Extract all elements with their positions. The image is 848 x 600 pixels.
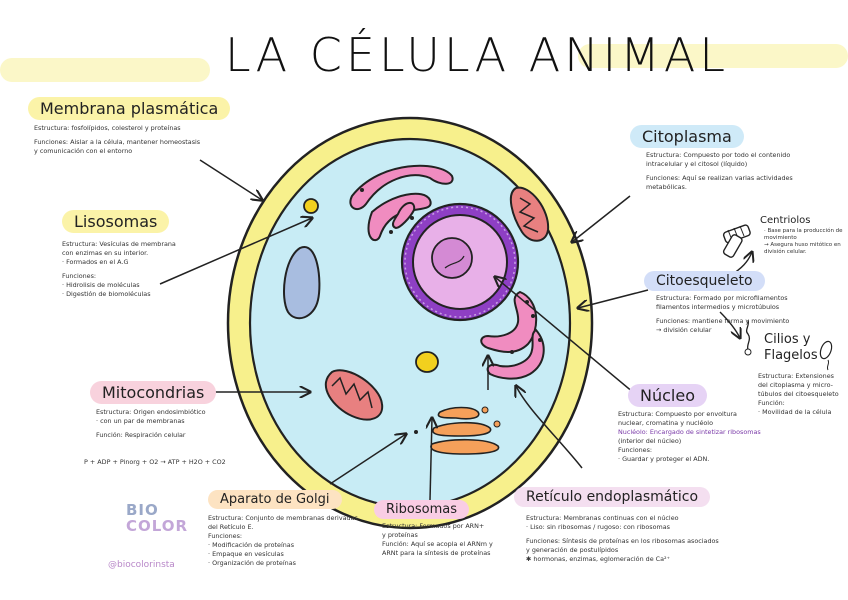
brand-logo-line1: BIO bbox=[126, 502, 188, 518]
label-golgi: Aparato de Golgi bbox=[208, 490, 342, 509]
label-ribosomas: Ribosomas bbox=[374, 500, 469, 519]
respiration-equation: P + ADP + Pinorg + O2 → ATP + H2O + CO2 bbox=[84, 458, 226, 467]
label-membrana: Membrana plasmática bbox=[28, 97, 230, 120]
brand-handle: @biocolorinsta bbox=[108, 560, 175, 570]
centriole-icon bbox=[723, 224, 751, 258]
label-cilios: Cilios y Flagelos bbox=[764, 332, 834, 364]
label-lisosomas: Lisosomas bbox=[62, 210, 169, 233]
label-reticulo: Retículo endoplasmático bbox=[514, 487, 710, 507]
label-citoplasma: Citoplasma bbox=[630, 125, 744, 148]
notes-nucleo: Estructura: Compuesto por envoltura nucl… bbox=[618, 410, 761, 464]
lysosome bbox=[304, 199, 318, 213]
label-mitocondrias: Mitocondrias bbox=[90, 381, 216, 404]
notes-centriolos: · Base para la producción de movimiento … bbox=[764, 228, 843, 256]
nucleolus bbox=[432, 238, 472, 278]
notes-citoesqueleto: Estructura: Formado por microfilamentos … bbox=[656, 294, 789, 335]
notes-citoplasma: Estructura: Compuesto por todo el conten… bbox=[646, 151, 793, 192]
brand-logo-line2: COLOR bbox=[126, 518, 188, 534]
brand-logo: BIO COLOR bbox=[126, 502, 188, 534]
notes-lisosomas: Estructura: Vesículas de membrana con en… bbox=[62, 240, 176, 299]
label-nucleo: Núcleo bbox=[628, 384, 707, 407]
label-citoesqueleto: Citoesqueleto bbox=[644, 271, 765, 291]
notes-ribosomas: Estructura: Formados por ARN+ y proteína… bbox=[382, 522, 493, 558]
notes-membrana: Estructura: fosfolípidos, colesterol y p… bbox=[34, 124, 200, 156]
lysosome bbox=[416, 352, 438, 372]
notes-golgi: Estructura: Conjunto de membranas deriva… bbox=[208, 514, 358, 568]
label-centriolos: Centriolos bbox=[760, 215, 811, 226]
notes-mitocondrias: Estructura: Origen endosimbiótico · con … bbox=[96, 408, 206, 445]
notes-reticulo: Estructura: Membranas continuas con el n… bbox=[526, 514, 719, 564]
notes-cilios: Estructura: Extensiones del citoplasma y… bbox=[758, 372, 839, 417]
